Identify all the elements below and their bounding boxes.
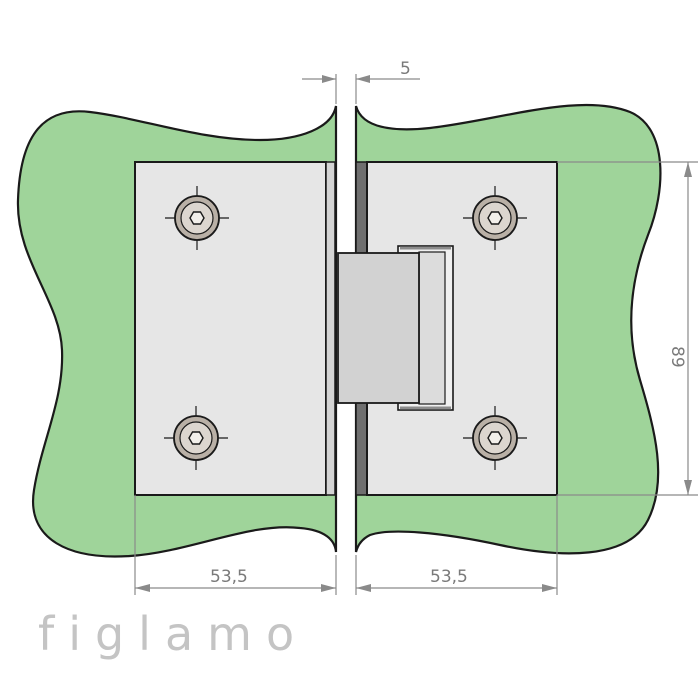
hex-socket-screw-icon (188, 431, 204, 445)
hex-socket-screw-icon (487, 211, 503, 225)
left-hinge-plate (134, 161, 327, 496)
left-width-dimension (134, 495, 337, 595)
height-dimension-label: 89 (667, 346, 687, 368)
left-plate-edge (325, 161, 336, 496)
right-width-dimension-label: 53,5 (430, 567, 468, 587)
hinge-knuckle-inner (418, 251, 446, 405)
screw-bottom-left (164, 406, 228, 470)
hinge-knuckle-front (337, 252, 420, 404)
screw-top-right (463, 186, 527, 250)
left-width-dimension-label: 53,5 (210, 567, 248, 587)
gap-dimension-label: 5 (400, 59, 411, 79)
hex-socket-screw-icon (189, 211, 205, 225)
right-width-dimension (355, 495, 558, 595)
screw-top-left (165, 186, 229, 250)
gap-dimension (302, 74, 420, 104)
brand-logo-text: figlamo (38, 607, 308, 661)
screw-bottom-right (463, 406, 527, 470)
height-dimension (557, 161, 698, 496)
hex-socket-screw-icon (487, 431, 503, 445)
